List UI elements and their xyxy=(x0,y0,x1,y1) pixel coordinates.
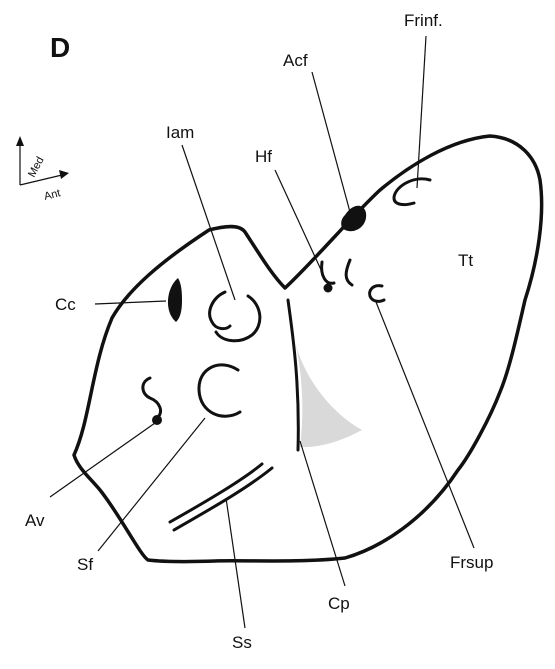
label-cp: Cp xyxy=(328,594,350,613)
shaded-area xyxy=(296,345,362,447)
ss-groove-2 xyxy=(174,468,272,530)
label-ss: Ss xyxy=(232,633,252,652)
label-tt: Tt xyxy=(458,251,473,270)
frsup-mark xyxy=(370,286,384,302)
leader-av xyxy=(50,423,155,497)
frinf-mark xyxy=(394,179,430,205)
leader-cc xyxy=(95,301,166,304)
label-hf: Hf xyxy=(255,147,272,166)
label-acf: Acf xyxy=(283,51,308,70)
leader-hf xyxy=(275,170,328,285)
bone-outline xyxy=(74,136,542,562)
av-mark xyxy=(143,378,161,418)
label-frinf: Frinf. xyxy=(404,11,443,30)
hf-mark-left xyxy=(322,262,334,283)
leader-iam xyxy=(182,145,235,300)
iam-outer-arc xyxy=(216,296,260,341)
label-sf: Sf xyxy=(77,555,93,574)
leader-acf xyxy=(312,72,350,212)
labels: Frinf. Acf Iam Hf Tt Cc Av Sf Ss Cp Frsu… xyxy=(25,11,493,652)
orientation-label-med: Med xyxy=(26,155,47,180)
leader-frinf xyxy=(417,36,426,188)
orientation-horizontal-arrowhead xyxy=(59,170,69,179)
leader-sf xyxy=(98,418,205,551)
acf-mark xyxy=(341,206,366,231)
cp-line xyxy=(288,300,298,450)
orientation-indicator: Med Ant xyxy=(16,136,69,203)
sf-mark xyxy=(199,365,240,416)
orientation-vertical-arrowhead xyxy=(16,136,24,146)
label-frsup: Frsup xyxy=(450,553,493,572)
label-iam: Iam xyxy=(166,123,194,142)
label-cc: Cc xyxy=(55,295,76,314)
leader-ss xyxy=(226,498,245,628)
ss-groove-1 xyxy=(170,464,262,522)
leader-cp xyxy=(300,441,345,586)
cc-mark xyxy=(168,278,182,322)
anatomical-features xyxy=(143,179,430,530)
panel-letter: D xyxy=(50,32,70,63)
leader-lines xyxy=(50,36,474,628)
orientation-label-ant: Ant xyxy=(43,187,62,203)
orientation-horizontal-arrow xyxy=(20,175,62,185)
label-av: Av xyxy=(25,511,45,530)
hf-mark-right xyxy=(346,260,352,285)
iam-inner-arc xyxy=(210,292,230,329)
